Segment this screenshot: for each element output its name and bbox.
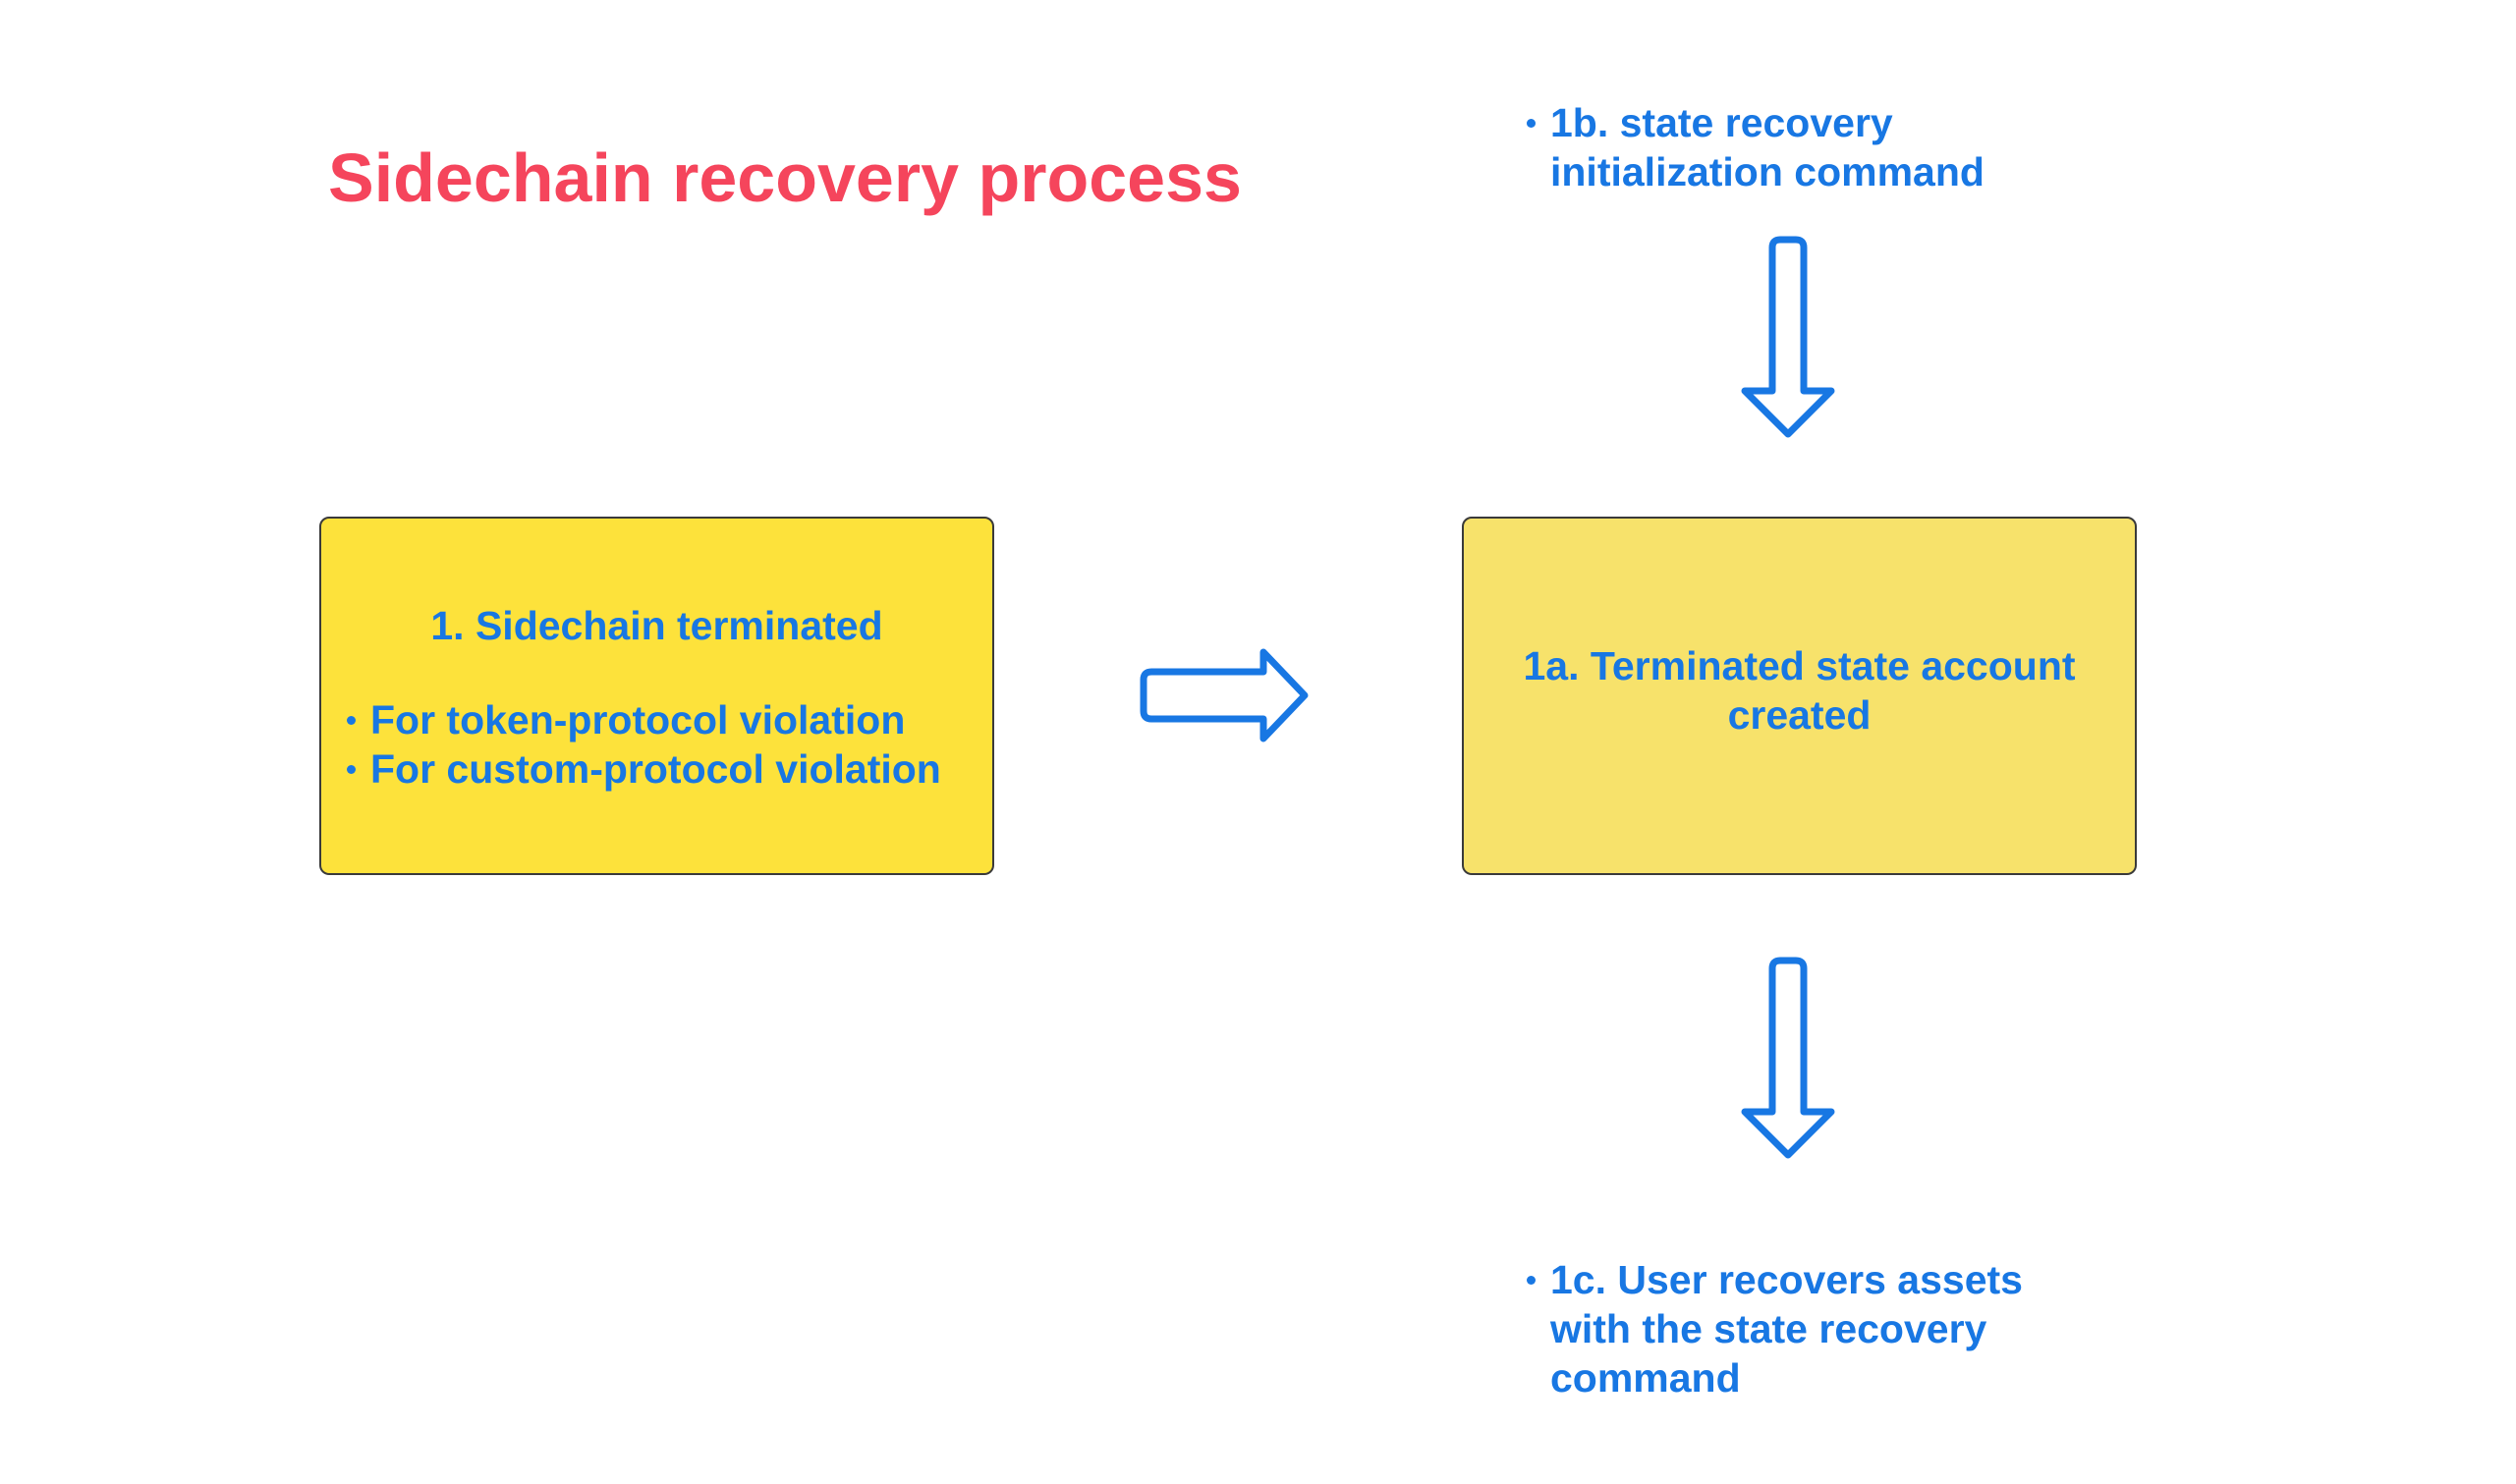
diagram-title: Sidechain recovery process	[328, 139, 1242, 216]
arrow-down-icon	[1741, 236, 1835, 438]
list-item: For token-protocol violation	[343, 695, 941, 744]
terminated-state-account-text: 1a. Terminated state account created	[1523, 643, 2076, 738]
note-recovery-text: 1c. User recovers assets with the state …	[1523, 1255, 2034, 1402]
sidechain-terminated-box: 1. Sidechain terminated For token-protoc…	[319, 517, 994, 875]
terminated-state-account-box: 1a. Terminated state account created	[1462, 517, 2137, 875]
arrow-down-icon	[1741, 957, 1835, 1159]
note-initialization-text: 1b. state recovery initialization comman…	[1523, 98, 2034, 196]
note-initialization-command: 1b. state recovery initialization comman…	[1523, 98, 2034, 196]
note-user-recovers-assets: 1c. User recovers assets with the state …	[1523, 1255, 2034, 1402]
arrow-right-icon	[1140, 648, 1309, 742]
sidechain-terminated-heading: 1. Sidechain terminated	[430, 603, 883, 648]
termination-reasons-list: For token-protocol violation For custom-…	[343, 695, 941, 794]
list-item: For custom-protocol violation	[343, 744, 941, 794]
